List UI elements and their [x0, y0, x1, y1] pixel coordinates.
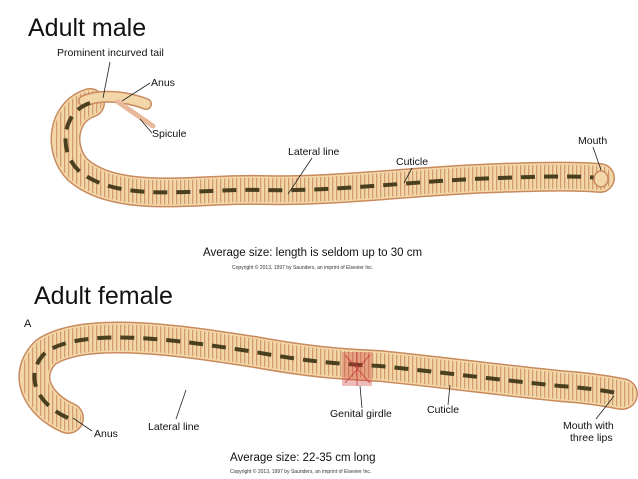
female-heading: Adult female: [34, 282, 173, 310]
female-caption: Average size: 22-35 cm long: [230, 452, 376, 464]
label-anus-male: Anus: [151, 77, 175, 89]
label-anus-female: Anus: [94, 428, 118, 440]
male-copyright: Copyright © 2013, 1997 by Saunders, an i…: [232, 265, 374, 271]
male-leader-lines: [102, 61, 602, 195]
male-caption: Average size: length is seldom up to 30 …: [203, 247, 423, 259]
label-cuticle-male: Cuticle: [396, 156, 429, 168]
label-mouth-male: Mouth: [578, 135, 608, 147]
panel-letter: A: [24, 318, 32, 330]
label-genital-girdle: Genital girdle: [330, 408, 392, 420]
label-spicule: Spicule: [152, 128, 187, 140]
male-worm-body: [50, 88, 615, 208]
label-mouth-female-2: three lips: [570, 432, 613, 444]
female-copyright: Copyright © 2013, 1997 by Saunders, an i…: [230, 469, 372, 475]
label-lateral-line-male: Lateral line: [288, 146, 340, 158]
label-cuticle-female: Cuticle: [427, 404, 460, 416]
female-leader-lines: [72, 384, 615, 432]
label-mouth-female-1: Mouth with: [563, 420, 614, 432]
label-tail: Prominent incurved tail: [57, 47, 164, 59]
male-heading: Adult male: [28, 14, 147, 42]
label-lateral-line-female: Lateral line: [148, 421, 200, 433]
female-worm-body: [18, 321, 638, 434]
